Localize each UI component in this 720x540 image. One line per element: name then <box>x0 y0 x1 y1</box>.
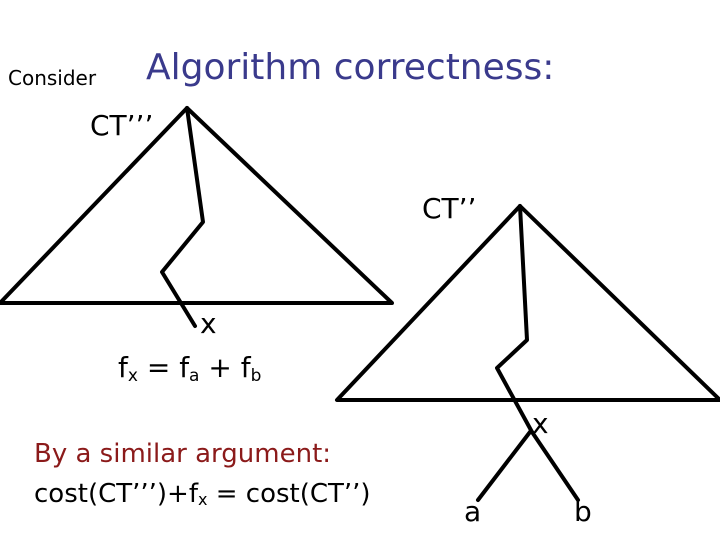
leaf-a-label: a <box>464 495 482 528</box>
formula-sub1: x <box>127 366 138 386</box>
formula-f2: f <box>179 351 190 384</box>
tree-ct3-path <box>160 106 205 328</box>
cost-equation: cost(CT’’’)+fx = cost(CT’’) <box>34 481 371 508</box>
formula-sub3: b <box>250 366 262 386</box>
cost-equation-post: = cost(CT’’) <box>207 479 371 509</box>
edge-x-b <box>530 430 580 502</box>
formula-f1: f <box>118 351 128 384</box>
slide-title: Algorithm correctness: <box>146 47 555 88</box>
edge-x-a <box>476 430 532 502</box>
tree-ct2-label: CT’’ <box>422 192 477 225</box>
tree-ct3 <box>0 106 394 328</box>
node-x-left-label: x <box>200 307 217 340</box>
formula-eq: = <box>137 351 180 384</box>
cost-equation-sub: x <box>198 490 208 509</box>
tree-ct2-path <box>495 204 534 434</box>
similar-argument-text: By a similar argument: <box>34 439 332 469</box>
formula-f3: f <box>240 351 251 384</box>
tree-ct3-triangle <box>0 106 394 305</box>
tree-ct2-triangle <box>335 204 720 402</box>
formula-sub2: a <box>189 366 200 386</box>
consider-label: Consider <box>8 66 97 90</box>
node-x-right-label: x <box>532 407 549 440</box>
tree-ct2 <box>335 204 720 502</box>
formula-plus: + <box>199 351 241 384</box>
leaf-b-label: b <box>574 495 592 528</box>
frequency-formula: fx = fa + fb <box>118 354 261 385</box>
cost-equation-pre: cost(CT’’’)+f <box>34 479 198 509</box>
tree-ct3-label: CT’’’ <box>90 109 154 142</box>
